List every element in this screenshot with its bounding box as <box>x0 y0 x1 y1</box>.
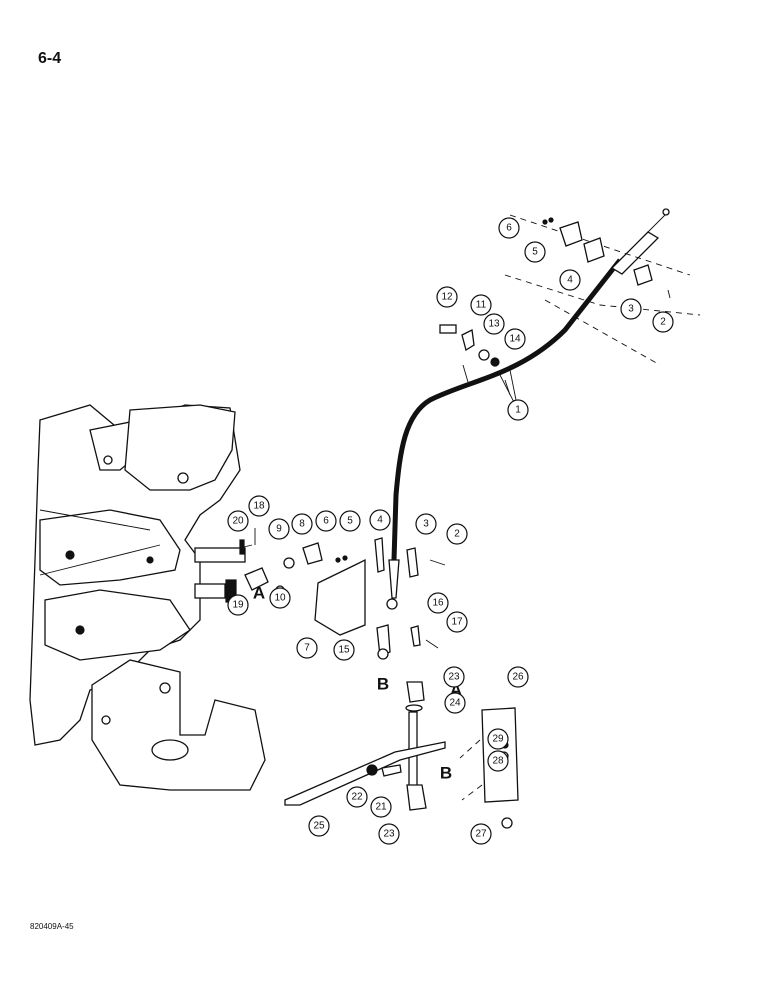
callout-23-upper: 23 <box>443 666 465 688</box>
callout-22: 22 <box>346 786 368 808</box>
callout-18: 18 <box>248 495 270 517</box>
svg-text:12: 12 <box>441 292 453 303</box>
callout-29: 29 <box>487 728 509 750</box>
svg-text:3: 3 <box>423 519 429 530</box>
svg-text:20: 20 <box>232 516 244 527</box>
callout-9: 9 <box>268 518 290 540</box>
callout-15: 15 <box>333 639 355 661</box>
svg-text:11: 11 <box>476 300 487 311</box>
callout-11: 11 <box>470 294 492 316</box>
svg-text:2: 2 <box>454 529 460 540</box>
svg-text:29: 29 <box>492 734 504 745</box>
callout-4-upper: 4 <box>559 269 581 291</box>
callout-4-lower: 4 <box>369 509 391 531</box>
callout-20: 20 <box>227 510 249 532</box>
svg-text:27: 27 <box>475 829 487 840</box>
callout-21: 21 <box>370 796 392 818</box>
svg-text:23: 23 <box>448 672 460 683</box>
callout-28: 28 <box>487 750 509 772</box>
svg-text:14: 14 <box>509 334 521 345</box>
svg-text:1: 1 <box>515 405 521 416</box>
callout-2-lower: 2 <box>446 523 468 545</box>
svg-text:17: 17 <box>451 617 463 628</box>
svg-text:19: 19 <box>232 600 244 611</box>
callout-10: 10 <box>269 587 291 609</box>
figure-code: 820409A-45 <box>30 922 74 931</box>
bracket-assembly <box>284 681 519 829</box>
callout-6-lower: 6 <box>315 510 337 532</box>
svg-text:4: 4 <box>377 515 383 526</box>
callout-27: 27 <box>470 823 492 845</box>
view-letter-b-upper: B <box>377 675 389 694</box>
callout-23-lower: 23 <box>378 823 400 845</box>
svg-text:3: 3 <box>628 304 634 315</box>
svg-text:23: 23 <box>383 829 395 840</box>
callout-17: 17 <box>446 611 468 633</box>
control-cable <box>386 208 670 610</box>
callout-12: 12 <box>436 286 458 308</box>
svg-text:13: 13 <box>488 319 500 330</box>
callout-16: 16 <box>427 592 449 614</box>
transmission-housing <box>29 404 266 791</box>
svg-text:22: 22 <box>351 792 363 803</box>
callout-3-upper: 3 <box>620 298 642 320</box>
view-letter-b-lower: B <box>440 764 452 783</box>
lower-clamp-parts <box>239 528 446 660</box>
svg-text:10: 10 <box>274 593 286 604</box>
callout-25: 25 <box>308 815 330 837</box>
svg-text:16: 16 <box>432 598 444 609</box>
callout-26: 26 <box>507 666 529 688</box>
callout-2-upper: 2 <box>652 311 674 333</box>
callout-5-lower: 5 <box>339 510 361 532</box>
svg-text:21: 21 <box>375 802 387 813</box>
svg-text:5: 5 <box>532 247 538 258</box>
svg-text:28: 28 <box>492 756 504 767</box>
svg-text:5: 5 <box>347 516 353 527</box>
svg-text:18: 18 <box>253 501 265 512</box>
svg-text:25: 25 <box>313 821 325 832</box>
svg-text:2: 2 <box>660 317 666 328</box>
callout-19: 19 <box>227 594 249 616</box>
page-number: 6-4 <box>38 50 62 67</box>
upper-clamp-parts <box>439 217 671 396</box>
svg-text:6: 6 <box>323 516 329 527</box>
callout-24: 24 <box>444 692 466 714</box>
view-letter-a-left: A <box>253 584 265 603</box>
callout-14: 14 <box>504 328 526 350</box>
callout-6-upper: 6 <box>498 217 520 239</box>
callout-1: 1 <box>507 399 529 421</box>
svg-text:7: 7 <box>304 643 310 654</box>
svg-text:6: 6 <box>506 223 512 234</box>
callout-5-upper: 5 <box>524 241 546 263</box>
svg-text:9: 9 <box>276 524 282 535</box>
callout-8: 8 <box>291 513 313 535</box>
svg-text:4: 4 <box>567 275 573 286</box>
callout-3-lower: 3 <box>415 513 437 535</box>
svg-text:15: 15 <box>338 645 350 656</box>
svg-text:8: 8 <box>299 519 305 530</box>
svg-text:26: 26 <box>512 672 524 683</box>
callout-7: 7 <box>296 637 318 659</box>
svg-text:24: 24 <box>449 698 461 709</box>
callout-13: 13 <box>483 313 505 335</box>
